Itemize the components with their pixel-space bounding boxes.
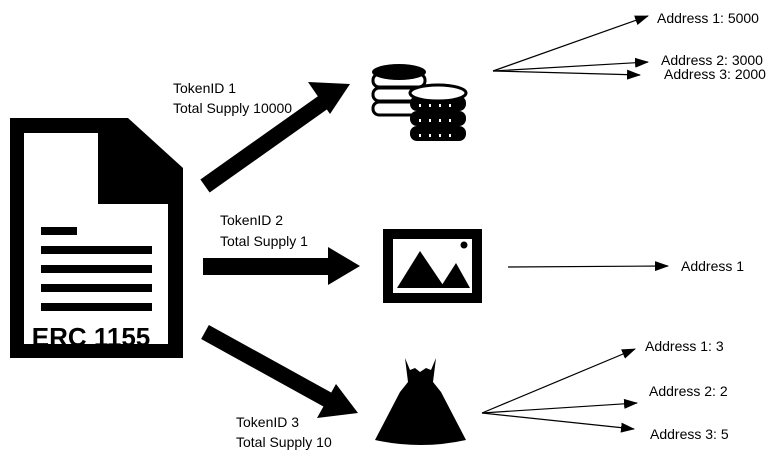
token-3-holder-3: Address 3: 5 — [650, 426, 729, 442]
token-arrow-3 — [201, 324, 358, 418]
token-3-id-label: TokenID 3 — [236, 414, 300, 430]
token-1-supply-label: Total Supply 10000 — [173, 100, 293, 116]
doc-line — [41, 284, 152, 292]
token-1-holder-2: Address 2: 3000 — [661, 52, 763, 68]
token-3-supply-label: Total Supply 10 — [236, 434, 332, 450]
doc-line — [41, 265, 152, 273]
token-arrow-1 — [200, 82, 350, 193]
token-1-holder-1: Address 1: 5000 — [657, 10, 759, 26]
dress-icon — [375, 358, 466, 445]
token-2-holder-1: Address 1 — [681, 258, 745, 274]
token-1-id-label: TokenID 1 — [173, 80, 237, 96]
coins-icon — [371, 64, 468, 141]
holder-arrows-token-3 — [481, 348, 638, 433]
holder-arrows-token-1 — [492, 15, 649, 80]
holder-arrows-token-2 — [507, 261, 669, 272]
token-3-holder-2: Address 2: 2 — [649, 383, 728, 399]
coin-stack-right — [408, 83, 468, 141]
token-3-holder-1: Address 1: 3 — [645, 338, 724, 354]
picture-icon — [383, 229, 482, 303]
token-arrow-2 — [203, 247, 360, 285]
doc-line — [41, 227, 77, 235]
document-title: ERC 1155 — [31, 322, 151, 352]
token-1-holder-3: Address 3: 2000 — [664, 66, 766, 82]
token-2-id-label: TokenID 2 — [220, 212, 284, 228]
document-icon — [10, 118, 183, 358]
doc-line — [41, 246, 152, 254]
doc-line — [41, 303, 152, 311]
token-2-supply-label: Total Supply 1 — [220, 233, 308, 249]
